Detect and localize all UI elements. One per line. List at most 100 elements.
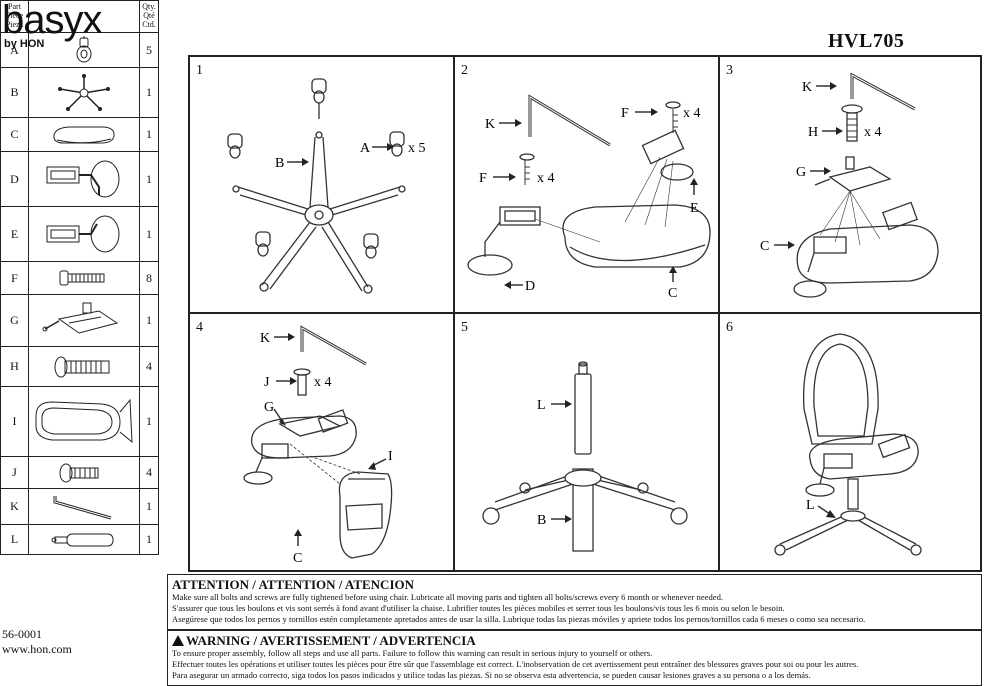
- label-j-qty: x 4: [314, 375, 332, 390]
- armrest-icon: [28, 151, 140, 207]
- warning-notice: WARNING / AVERTISSEMENT / ADVERTENCIA To…: [167, 630, 982, 686]
- part-label: H: [0, 346, 29, 387]
- table-row: A 5: [0, 32, 159, 68]
- step-number: 5: [461, 320, 468, 335]
- label-i: I: [388, 449, 393, 464]
- part-qty: 1: [139, 67, 159, 118]
- label-j: J: [264, 375, 270, 390]
- screw-icon: [28, 456, 140, 489]
- table-row: K 1: [0, 488, 159, 525]
- label-e: E: [690, 201, 699, 216]
- back-icon: [28, 386, 140, 457]
- table-row: I 1: [0, 386, 159, 457]
- part-qty: 5: [139, 32, 159, 68]
- table-row: C 1: [0, 117, 159, 152]
- part-label: D: [0, 151, 29, 207]
- label-f-qty: x 4: [537, 171, 555, 186]
- warning-line-en: To ensure proper assembly, follow all st…: [172, 648, 653, 658]
- label-k: K: [485, 117, 495, 132]
- warning-title: WARNING / AVERTISSEMENT / ADVERTENCIA: [186, 633, 476, 648]
- label-b: B: [275, 156, 284, 171]
- attention-title: ATTENTION / ATTENTION / ATENCION: [172, 577, 414, 592]
- label-l: L: [537, 398, 546, 413]
- part-qty: 4: [139, 346, 159, 387]
- brand-logo: basyx: [2, 0, 102, 42]
- gas-lift-base-illustration: L B: [482, 361, 688, 552]
- armrest-icon: [28, 206, 140, 262]
- qty-header-es: Ctd.: [142, 20, 156, 29]
- assembly-steps-grid: 1: [188, 55, 982, 572]
- label-l: L: [806, 498, 815, 513]
- warning-line-fr: Effectuer toutes les opérations et utili…: [172, 659, 859, 670]
- part-label: C: [0, 117, 29, 152]
- website-link[interactable]: www.hon.com: [2, 642, 72, 656]
- part-label: J: [0, 456, 29, 489]
- step-6-panel: 6 L: [719, 313, 981, 571]
- label-c: C: [293, 551, 302, 566]
- armrest-seat-illustration: K F x 4 F x 4 E D C: [467, 94, 711, 301]
- table-row: D 1: [0, 151, 159, 207]
- label-h: H: [808, 125, 818, 140]
- qty-header-fr: Qté: [143, 11, 155, 20]
- part-label: L: [0, 524, 29, 555]
- label-f-qty: x 4: [683, 106, 701, 121]
- step-number: 1: [196, 63, 203, 78]
- screw-icon: [28, 346, 140, 387]
- parts-table: Part Pièce Pieza Qty. Qté Ctd. A 5 B 1 C…: [0, 0, 159, 555]
- back-attach-illustration: K J x 4 G I C: [243, 325, 393, 566]
- label-c: C: [760, 239, 769, 254]
- mechanism-icon: [28, 294, 140, 347]
- part-qty: 1: [139, 386, 159, 457]
- part-header-es: Pieza: [5, 20, 24, 29]
- table-row: J 4: [0, 456, 159, 489]
- label-g: G: [796, 165, 806, 180]
- label-h-qty: x 4: [864, 125, 882, 140]
- mechanism-seat-illustration: K H x 4 G C: [760, 72, 939, 298]
- label-a-qty: x 5: [408, 141, 426, 156]
- part-qty: 4: [139, 456, 159, 489]
- caster-icon: [28, 32, 140, 68]
- part-label: G: [0, 294, 29, 347]
- table-row: E 1: [0, 206, 159, 262]
- label-f: F: [479, 171, 487, 186]
- qty-header: Qty. Qté Ctd.: [139, 0, 159, 33]
- label-k: K: [260, 331, 270, 346]
- completed-chair-illustration: L: [774, 333, 922, 556]
- table-row: B 1: [0, 67, 159, 118]
- label-c: C: [668, 286, 677, 301]
- step-number: 6: [726, 320, 733, 335]
- part-label: K: [0, 488, 29, 525]
- seat-icon: [28, 117, 140, 152]
- attention-line-es: Asegúrese que todos los pernos y tornill…: [172, 614, 866, 625]
- step-5-panel: 5 L B: [454, 313, 719, 571]
- part-qty: 1: [139, 117, 159, 152]
- table-row: G 1: [0, 294, 159, 347]
- gas-lift-icon: [28, 524, 140, 555]
- part-label: A: [0, 32, 29, 68]
- part-header: Part Pièce Pieza: [0, 0, 29, 33]
- part-label: I: [0, 386, 29, 457]
- step-3-panel: 3 K: [719, 56, 981, 313]
- base-casters-illustration: B A x 5: [227, 78, 426, 294]
- part-header-fr: Pièce: [5, 11, 24, 20]
- table-row: F 8: [0, 261, 159, 295]
- part-qty: 1: [139, 524, 159, 555]
- part-qty: 1: [139, 151, 159, 207]
- attention-line-en: Make sure all bolts and screws are fully…: [172, 592, 724, 602]
- part-qty: 1: [139, 488, 159, 525]
- part-label: B: [0, 67, 29, 118]
- label-d: D: [525, 279, 535, 294]
- step-number: 2: [461, 63, 468, 78]
- label-g: G: [264, 400, 274, 415]
- screw-icon: [28, 261, 140, 295]
- allen-key-icon: [28, 488, 140, 525]
- attention-notice: ATTENTION / ATTENTION / ATENCION Make su…: [167, 574, 982, 630]
- part-label: E: [0, 206, 29, 262]
- label-b: B: [537, 513, 546, 528]
- label-k: K: [802, 80, 812, 95]
- step-number: 4: [196, 320, 203, 335]
- base-icon: [28, 67, 140, 118]
- part-qty: 1: [139, 294, 159, 347]
- label-f: F: [621, 106, 629, 121]
- step-4-panel: 4: [189, 313, 454, 571]
